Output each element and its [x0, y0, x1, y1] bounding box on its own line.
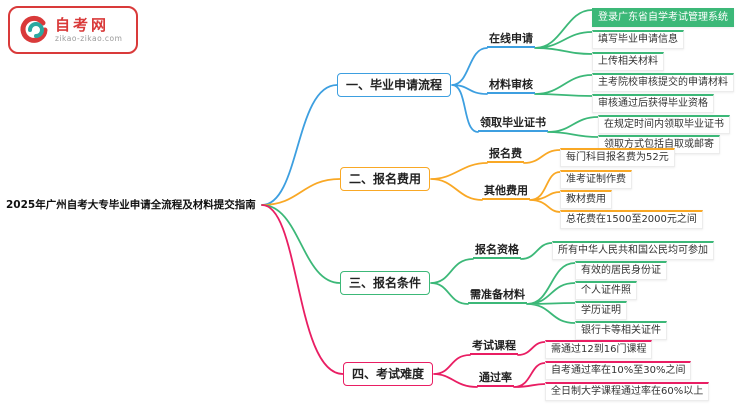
leaf-pickup-time: 在规定时间内领取毕业证书	[598, 115, 730, 134]
leaf-admission-card-fee: 准考证制作费	[560, 170, 632, 189]
subnode-exam-courses: 考试课程	[470, 339, 518, 355]
leaf-id-card: 有效的居民身份证	[575, 261, 667, 280]
leaf-bank-card: 银行卡等相关证件	[575, 321, 667, 340]
leaf-education-proof: 学历证明	[575, 301, 627, 320]
leaf-login-system: 登录广东省自学考试管理系统	[592, 8, 734, 27]
edges-branch4	[261, 204, 546, 388]
leaf-fee-per-subject: 每门科目报名费为52元	[560, 148, 675, 167]
subnode-required-materials: 需准备材料	[468, 288, 527, 304]
branch-exam-difficulty: 四、考试难度	[343, 362, 434, 386]
subnode-online-application: 在线申请	[487, 32, 535, 48]
leaf-school-review: 主考院校审核提交的申请材料	[592, 73, 734, 92]
zikao-logo-icon	[20, 15, 48, 43]
subnode-other-fees: 其他费用	[482, 184, 530, 200]
leaf-fill-application: 填写毕业申请信息	[592, 30, 684, 49]
subnode-registration-fee: 报名费	[487, 147, 524, 163]
edges-branch1	[261, 47, 488, 206]
edges-branch2	[261, 149, 561, 213]
branch-graduation-process: 一、毕业申请流程	[337, 73, 452, 97]
edges-branch3	[261, 204, 576, 324]
leaf-selfstudy-pass-rate: 自考通过率在10%至30%之间	[545, 361, 692, 380]
leaf-fulltime-pass-rate: 全日制大学课程通过率在60%以上	[545, 382, 710, 401]
leaf-qualify-graduation: 审核通过后获得毕业资格	[592, 94, 714, 113]
logo-url: zikao-zikao.com	[55, 34, 123, 43]
subnode-eligibility: 报名资格	[473, 243, 521, 259]
leaf-photo: 个人证件照	[575, 281, 637, 300]
leaf-citizen-eligibility: 所有中华人民共和国公民均可参加	[552, 241, 714, 260]
site-logo: 自考网 zikao-zikao.com	[8, 6, 138, 54]
leaf-upload-materials: 上传相关材料	[592, 52, 664, 71]
leaf-total-cost: 总花费在1500至2000元之间	[560, 210, 703, 229]
branch-registration-fees: 二、报名费用	[340, 167, 431, 191]
edges-branch1-leaves	[534, 9, 599, 138]
logo-title: 自考网	[55, 16, 110, 34]
subnode-material-review: 材料审核	[487, 78, 535, 94]
subnode-pass-rate: 通过率	[477, 371, 514, 387]
subnode-receive-diploma: 领取毕业证书	[478, 116, 548, 132]
root-topic: 2025年广州自考大专毕业申请全流程及材料提交指南	[6, 199, 256, 211]
leaf-course-count: 需通过12到16门课程	[545, 340, 653, 359]
branch-registration-conditions: 三、报名条件	[340, 271, 431, 295]
leaf-textbook-fee: 教材费用	[560, 190, 612, 209]
